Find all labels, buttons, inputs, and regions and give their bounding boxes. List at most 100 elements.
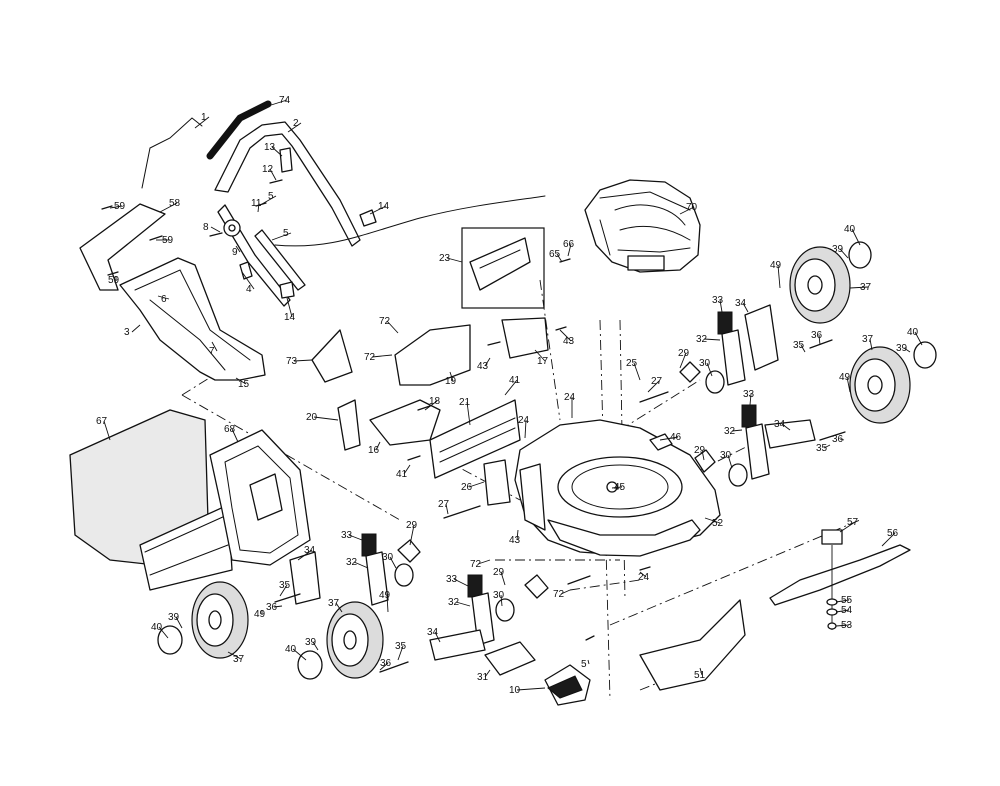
handle-assembly [141, 100, 546, 307]
front-left-wheel [297, 601, 384, 680]
callout-27: 27 [438, 499, 450, 515]
callout-49: 49 [379, 590, 391, 613]
leader-line [379, 662, 389, 671]
callout-36: 36 [832, 434, 845, 445]
callout-label: 32 [448, 597, 460, 608]
rear-shield [429, 399, 521, 479]
callout-65: 65 [549, 249, 563, 263]
leader-line [175, 616, 183, 629]
leader-line [849, 286, 869, 289]
callout-58: 58 [159, 198, 181, 213]
leader-line [466, 401, 471, 426]
callout-label: 24 [638, 572, 650, 583]
callout-72: 72 [470, 559, 491, 570]
callout-7: 7 [209, 341, 218, 357]
callout-53: 53 [835, 620, 853, 631]
callout-label: 33 [743, 389, 755, 400]
blade-assembly [769, 529, 911, 630]
leader-line [131, 324, 141, 333]
callout-41: 41 [504, 375, 521, 396]
leader-line [477, 559, 491, 565]
callout-66: 66 [563, 239, 575, 257]
leader-line [194, 116, 210, 129]
callout-39: 39 [305, 637, 319, 651]
leader-line [434, 631, 441, 643]
callout-label: 72 [379, 316, 391, 327]
callout-18: 18 [424, 396, 441, 411]
leader-line [800, 344, 806, 353]
label-plate-box [461, 227, 545, 309]
callout-label: 33 [341, 530, 353, 541]
handle-frame-body [119, 257, 266, 381]
side-bracket [337, 399, 361, 451]
callout-label: 21 [459, 397, 471, 408]
callout-label: 16 [368, 445, 380, 456]
rear-flap [311, 329, 353, 383]
leader-line [633, 362, 641, 381]
leader-line [835, 609, 850, 613]
leader-line [468, 481, 485, 488]
callout-56: 56 [881, 528, 899, 547]
leader-line [273, 605, 283, 608]
callout-label: 31 [477, 672, 489, 683]
callout-label: 24 [518, 415, 530, 426]
callout-label: 9 [232, 247, 238, 258]
callout-26: 26 [461, 481, 485, 493]
callout-label: 8 [203, 222, 209, 233]
baffle [369, 399, 441, 446]
leader-line [914, 331, 923, 346]
callout-label: 46 [670, 432, 682, 443]
callout-label: 29 [406, 520, 418, 531]
callout-13: 13 [264, 142, 283, 157]
callout-label: 10 [509, 685, 521, 696]
leader-line [851, 228, 861, 246]
leader-line [781, 423, 791, 431]
callout-label: 40 [844, 224, 856, 235]
callout-51: 51 [694, 667, 706, 681]
bag-frame [209, 429, 311, 566]
callout-70: 70 [679, 202, 698, 215]
callout-label: 65 [549, 249, 561, 260]
callout-21: 21 [459, 397, 471, 426]
callout-label: 30 [493, 590, 505, 601]
callout-11: 11 [251, 198, 262, 213]
callout-label: 4 [246, 284, 252, 295]
leader-line [647, 380, 660, 393]
callout-label: 40 [907, 327, 919, 338]
side-shield [639, 599, 746, 691]
callout-14: 14 [284, 297, 296, 323]
deck-clip [649, 433, 673, 451]
leader-line [313, 416, 339, 421]
callout-9: 9 [232, 245, 241, 258]
callout-12: 12 [262, 164, 277, 181]
callout-41: 41 [396, 464, 411, 480]
callout-label: 36 [811, 330, 823, 341]
leader-line [524, 419, 527, 439]
callout-20: 20 [306, 412, 339, 423]
leader-line [835, 624, 850, 627]
callout-29: 29 [678, 348, 690, 369]
callout-label: 25 [626, 358, 638, 369]
callout-label: 3 [124, 327, 130, 338]
leader-line [375, 441, 381, 451]
callout-label: 6 [161, 294, 167, 305]
leader-line [818, 334, 821, 346]
handle-cover [79, 203, 166, 291]
height-adjuster-left-front [429, 574, 549, 661]
leader-line [777, 264, 781, 289]
callout-36: 36 [811, 330, 823, 346]
callout-label: 59 [108, 275, 120, 286]
leader-line [371, 354, 393, 358]
callout-32: 32 [696, 334, 721, 345]
leader-line [453, 578, 469, 587]
callout-label: 40 [285, 644, 297, 655]
leader-line [157, 295, 170, 300]
callout-label: 49 [770, 260, 782, 271]
callout-label: 43 [563, 336, 575, 347]
callout-label: 41 [396, 469, 408, 480]
leader-line [556, 253, 563, 263]
rear-right-wheel [789, 241, 872, 324]
leader-line [279, 584, 288, 597]
front-right-wheel [849, 341, 937, 424]
